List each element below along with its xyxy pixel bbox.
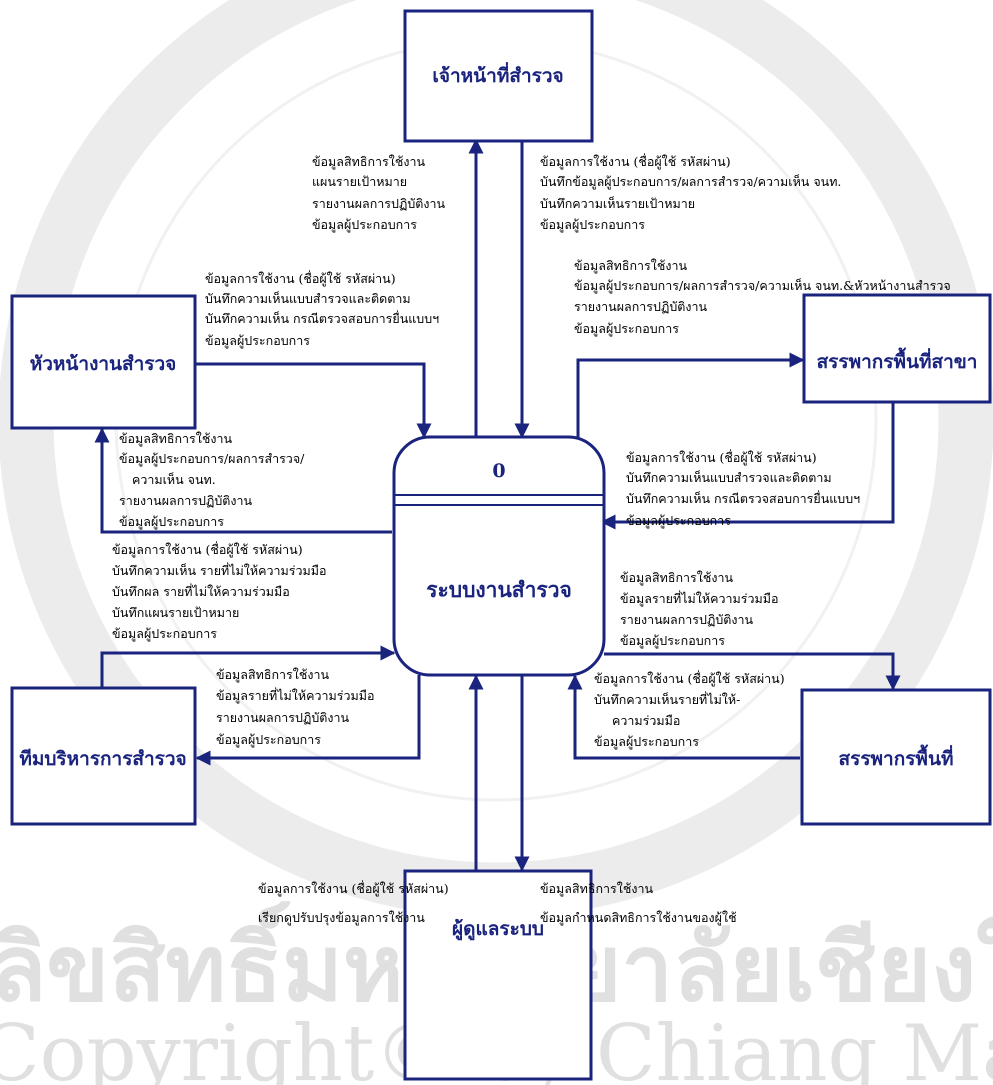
flow-label-to-area-revenue: ข้อมูลสิทธิการใช้งาน ข้อมูลรายที่ไม่ให้ค… — [620, 570, 782, 649]
entity-survey-mgmt-team-label: ทีมบริหารการสำรวจ — [19, 748, 186, 770]
flow-label-to-head-of-survey: ข้อมูลสิทธิการใช้งาน ข้อมูลผู้ประกอบการ/… — [119, 431, 308, 530]
entity-survey-mgmt-team-box — [10, 686, 197, 826]
flow-label-to-admin: ข้อมูลสิทธิการใช้งาน ข้อมูลกำหนดสิทธิการ… — [540, 881, 737, 926]
flow-label-from-area-revenue: ข้อมูลการใช้งาน (ชื่อผู้ใช้ รหัสผ่าน) บั… — [594, 670, 789, 750]
flow-label-to-officer: ข้อมูลสิทธิการใช้งาน แผนรายเป้าหมาย รายง… — [312, 154, 449, 233]
connector-head-out — [100, 440, 392, 534]
flow-label-to-mgmt-team: ข้อมูลสิทธิการใช้งาน ข้อมูลรายที่ไม่ให้ค… — [216, 667, 378, 748]
central-process: 0 ระบบงานสำรวจ — [392, 435, 606, 677]
connector-mgmt-out — [300, 675, 421, 760]
flow-label-to-area-branch: ข้อมูลสิทธิการใช้งาน ข้อมูลผู้ประกอบการ/… — [574, 258, 955, 337]
entity-system-admin-label: ผู้ดูแลระบบ — [452, 918, 544, 941]
process-name: ระบบงานสำรวจ — [426, 577, 572, 602]
entity-area-revenue-box — [800, 688, 992, 826]
watermark-seal-inner — [114, 38, 878, 802]
flow-label-from-admin: ข้อมูลการใช้งาน (ชื่อผู้ใช้ รหัสผ่าน) เร… — [258, 880, 453, 926]
connector-mgmt-in — [100, 651, 300, 687]
flow-labels: ข้อมูลสิทธิการใช้งาน แผนรายเป้าหมาย รายง… — [112, 153, 955, 926]
entity-area-revenue-label: สรรพากรพื้นที่ — [839, 744, 954, 770]
entity-survey-officer-label: เจ้าหน้าที่สำรวจ — [432, 62, 563, 87]
connector-head-in — [195, 362, 426, 395]
process-number: 0 — [492, 460, 505, 482]
entity-head-of-survey-label: หัวหน้างานสำรวจ — [30, 353, 177, 375]
connector-area-out — [604, 652, 895, 670]
flow-label-from-head-of-survey: ข้อมูลการใช้งาน (ชื่อผู้ใช้ รหัสผ่าน) บั… — [205, 270, 443, 349]
entity-survey-officer-box — [403, 9, 594, 143]
process-box — [392, 435, 606, 677]
flow-label-from-mgmt-team: ข้อมูลการใช้งาน (ชื่อผู้ใช้ รหัสผ่าน) บั… — [112, 541, 330, 642]
entity-head-of-survey-box — [10, 294, 197, 430]
flow-label-from-area-branch: ข้อมูลการใช้งาน (ชื่อผู้ใช้ รหัสผ่าน) บั… — [626, 449, 864, 529]
entity-system-admin-box — [403, 869, 593, 1081]
entities: เจ้าหน้าที่สำรวจ หัวหน้างานสำรวจ สรรพากร… — [10, 9, 992, 1081]
flow-arrows — [94, 138, 901, 872]
entity-area-revenue-branch-label: สรรพากรพื้นที่สาขา — [817, 347, 978, 373]
connector-area-in — [573, 710, 800, 760]
flow-label-from-officer: ข้อมูลการใช้งาน (ชื่อผู้ใช้ รหัสผ่าน) บั… — [540, 153, 845, 233]
connectors — [100, 358, 895, 760]
connector-area-branch-out — [576, 358, 600, 437]
connector-area-branch-in — [780, 402, 895, 524]
entity-area-revenue-branch-box — [802, 293, 992, 404]
